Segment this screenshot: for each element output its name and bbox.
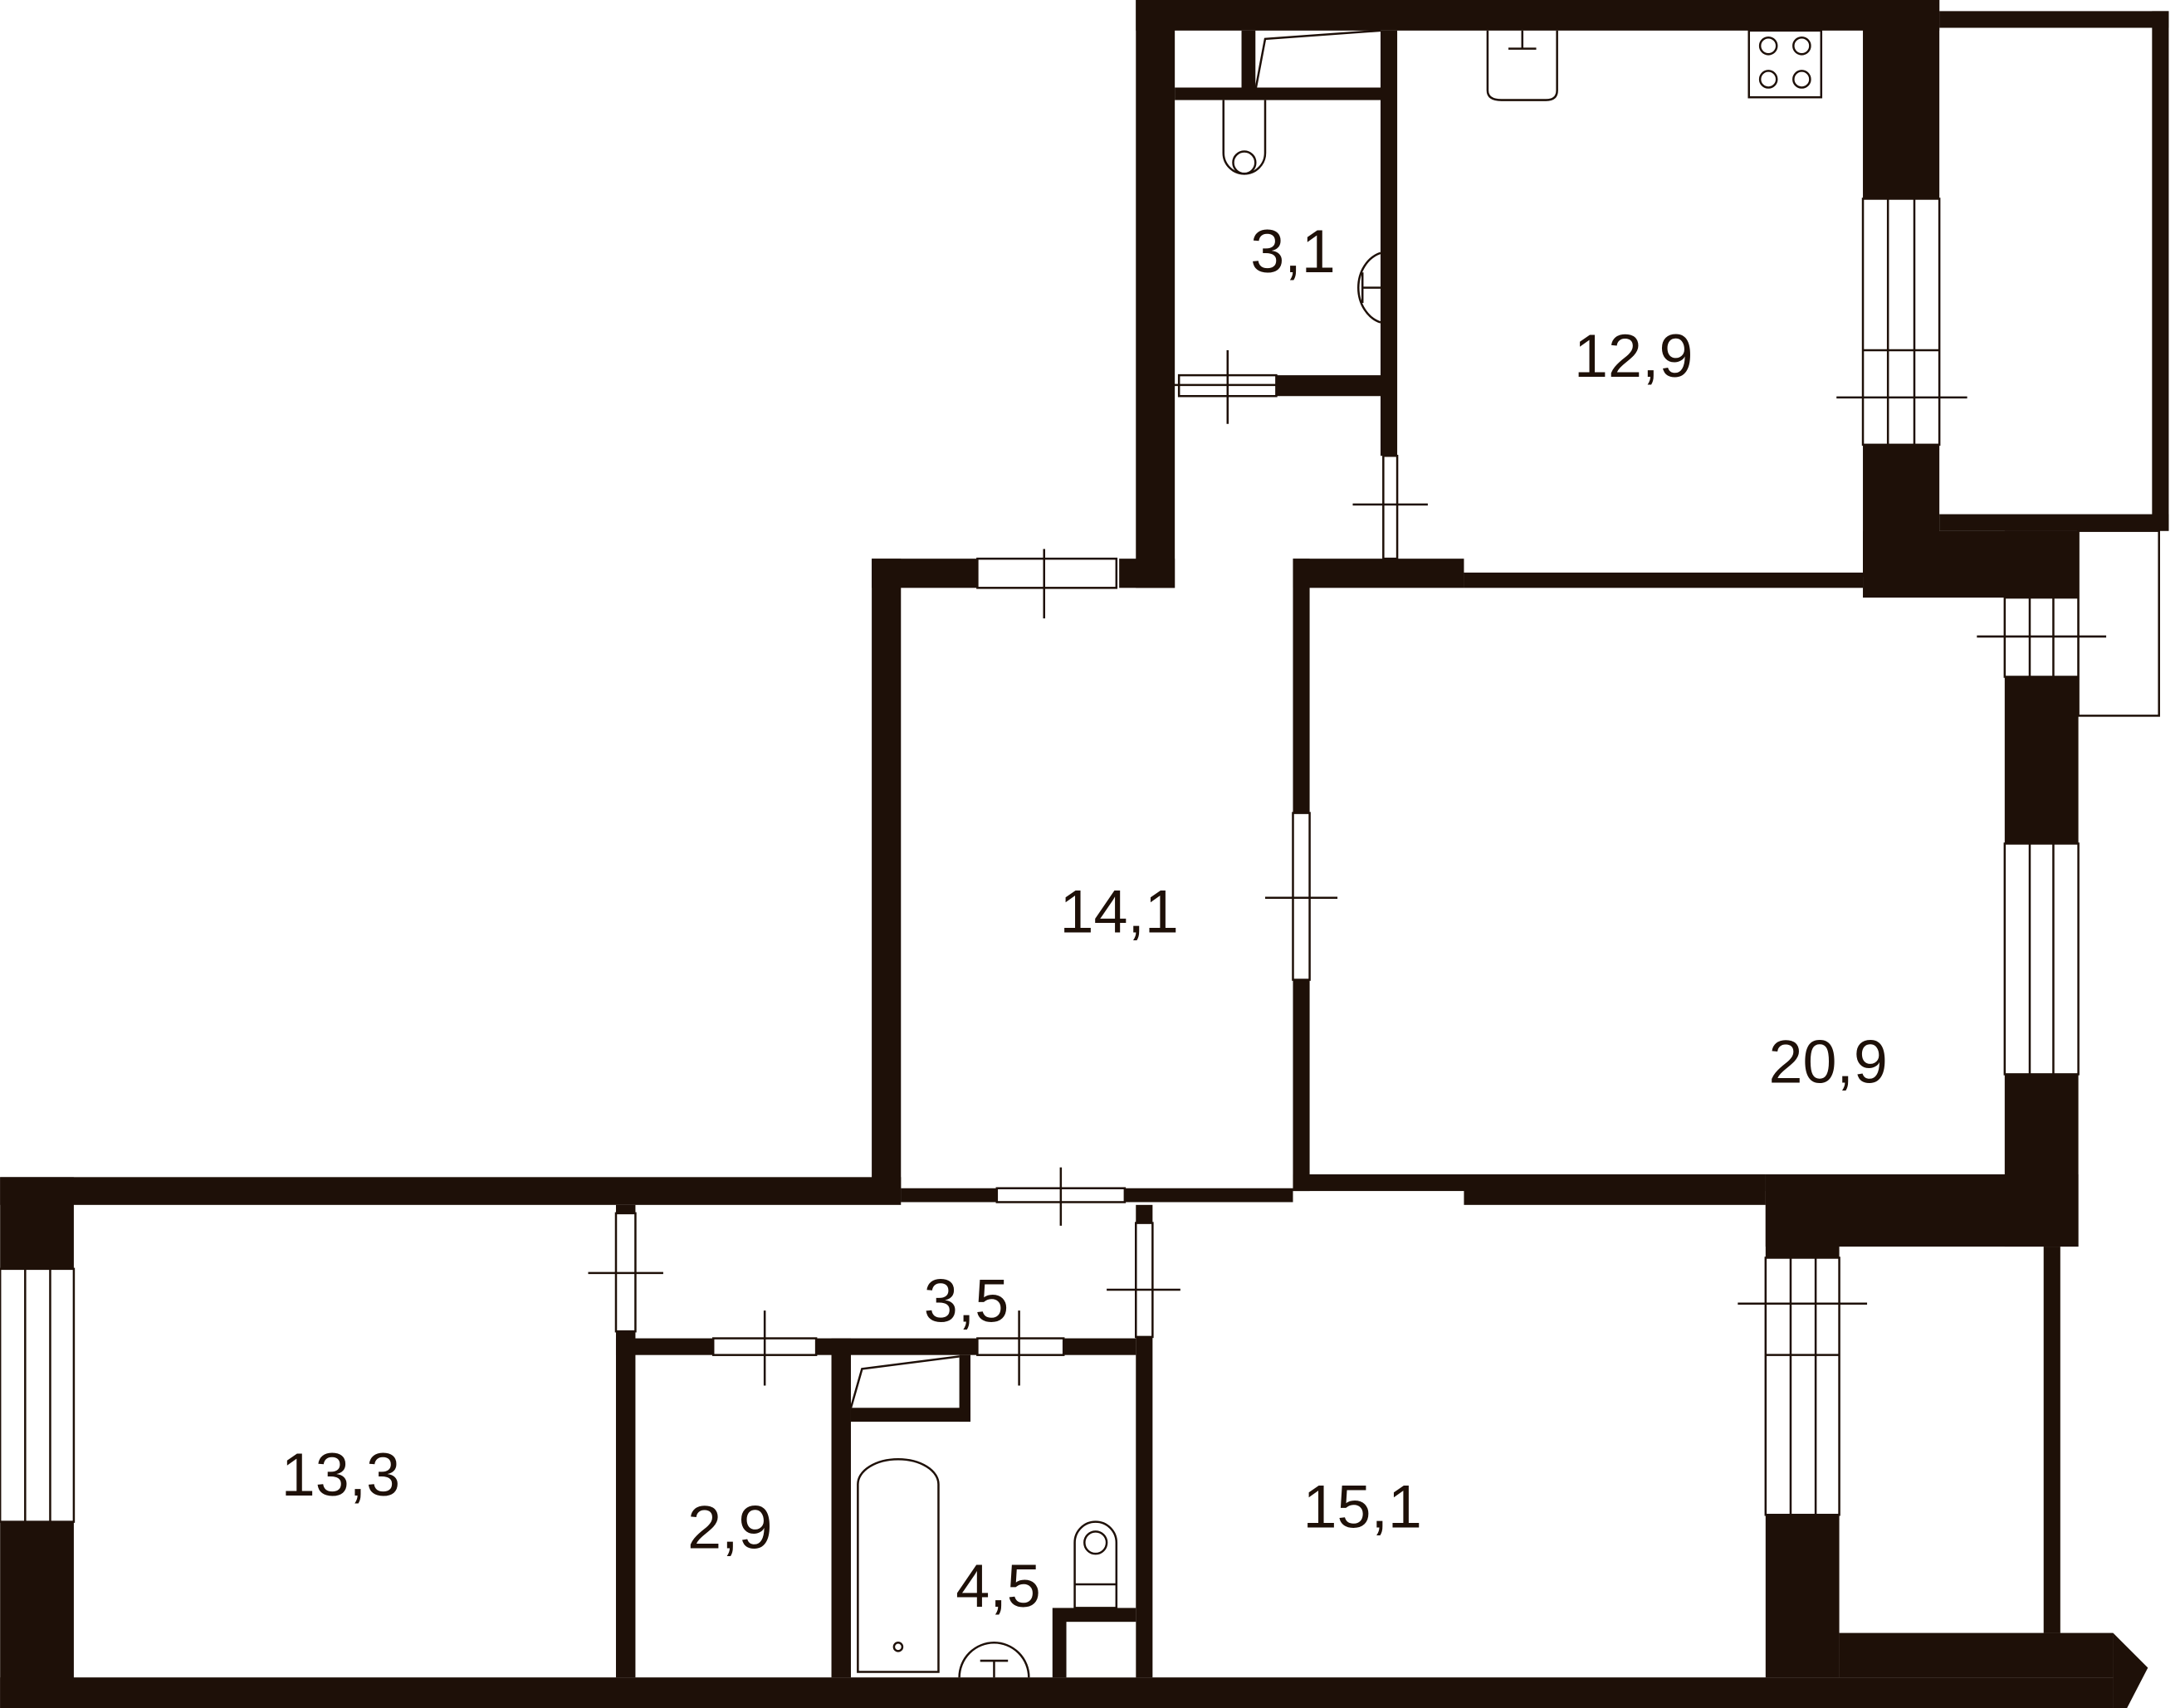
fixtures [849, 29, 1823, 1678]
room-area-corridor: 3,5 [924, 1266, 1009, 1335]
washbasin-icon [1357, 251, 1381, 324]
room-area-bathroom-lower: 4,5 [956, 1551, 1040, 1620]
toilet-lower-icon [1073, 1520, 1118, 1609]
washbasin-lower-icon [958, 1642, 1030, 1678]
room-area-hall: 14,1 [1059, 877, 1178, 946]
sink-icon [1486, 30, 1558, 101]
room-area-kitchen: 12,9 [1574, 321, 1693, 390]
windows [0, 198, 2160, 1523]
room-area-living-room: 20,9 [1768, 1027, 1887, 1096]
stove-icon [1747, 29, 1823, 99]
doors [588, 349, 2107, 1386]
toilet-icon [1222, 100, 1267, 175]
room-area-bathroom-upper: 3,1 [1250, 217, 1335, 285]
room-area-storage: 2,9 [687, 1492, 772, 1561]
room-area-bedroom-right: 15,1 [1303, 1471, 1422, 1540]
bathtub-icon [857, 1458, 940, 1673]
room-area-bedroom-left: 13,3 [281, 1440, 400, 1509]
room-labels: 3,1 12,9 14,1 20,9 3,5 13,3 2,9 4,5 15,1 [281, 217, 1888, 1620]
